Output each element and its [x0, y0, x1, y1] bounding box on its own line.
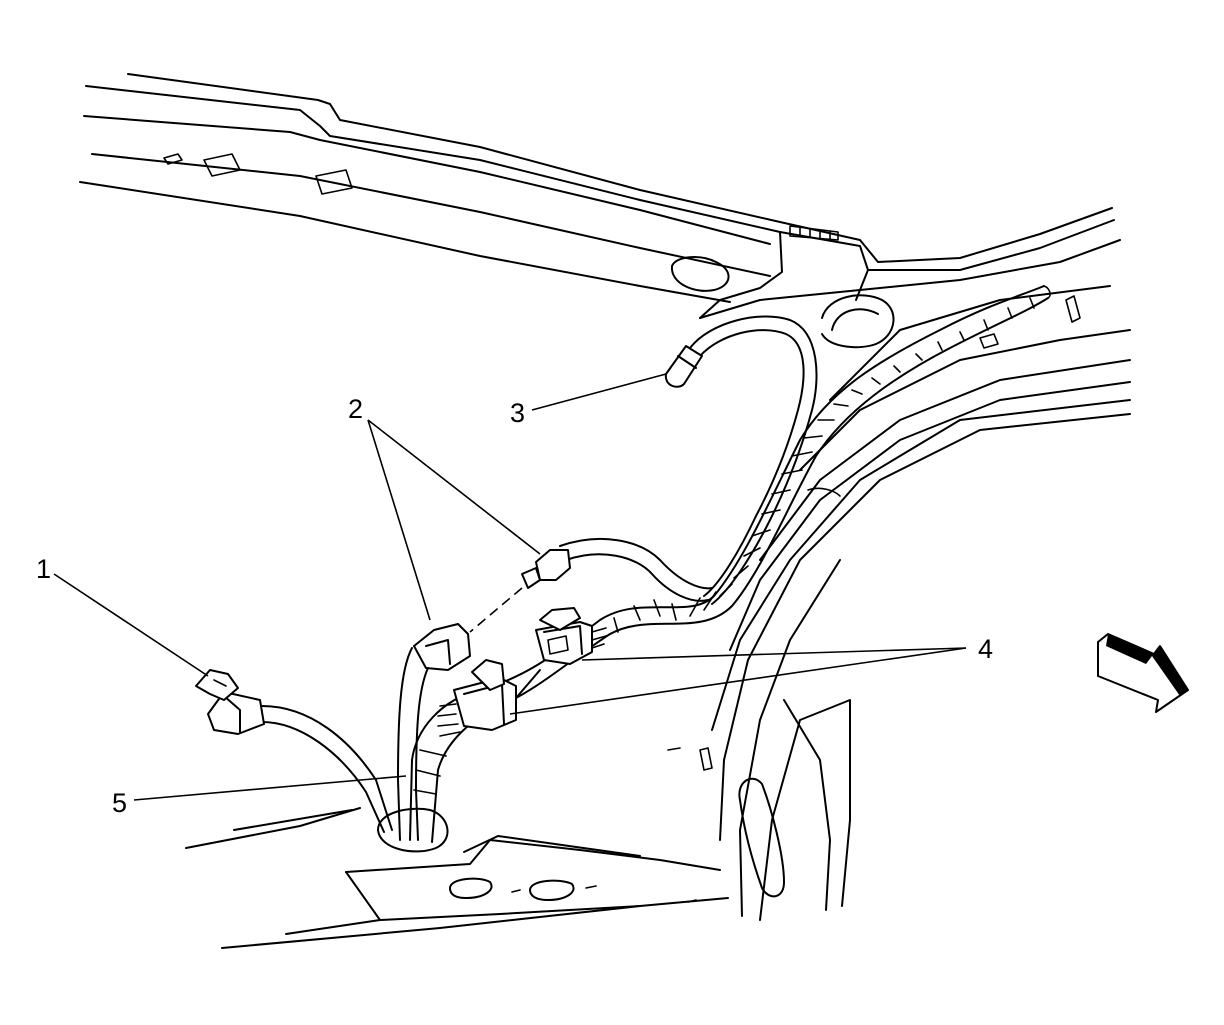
callout-1: 1 [36, 554, 51, 584]
leader-2a [367, 419, 431, 621]
floor-pan [185, 807, 729, 949]
leader-lines [53, 373, 967, 801]
callout-4: 4 [978, 634, 993, 664]
forward-direction-arrow-icon [1097, 633, 1189, 713]
leader-1 [53, 573, 209, 677]
coax-cable [397, 537, 713, 841]
leader-4a [581, 647, 967, 661]
roof-rail-panel [79, 73, 1115, 319]
leader-2b [367, 419, 541, 555]
antenna-cable [664, 315, 818, 605]
quarter-panel [667, 239, 1131, 921]
leader-5 [133, 775, 407, 801]
leader-3 [531, 373, 667, 411]
callout-5: 5 [112, 788, 127, 818]
leader-4b [509, 647, 967, 715]
electrical-connectors [437, 607, 607, 737]
callout-3: 3 [510, 398, 525, 428]
callout-2: 2 [348, 394, 363, 424]
ground-wire [195, 669, 393, 833]
